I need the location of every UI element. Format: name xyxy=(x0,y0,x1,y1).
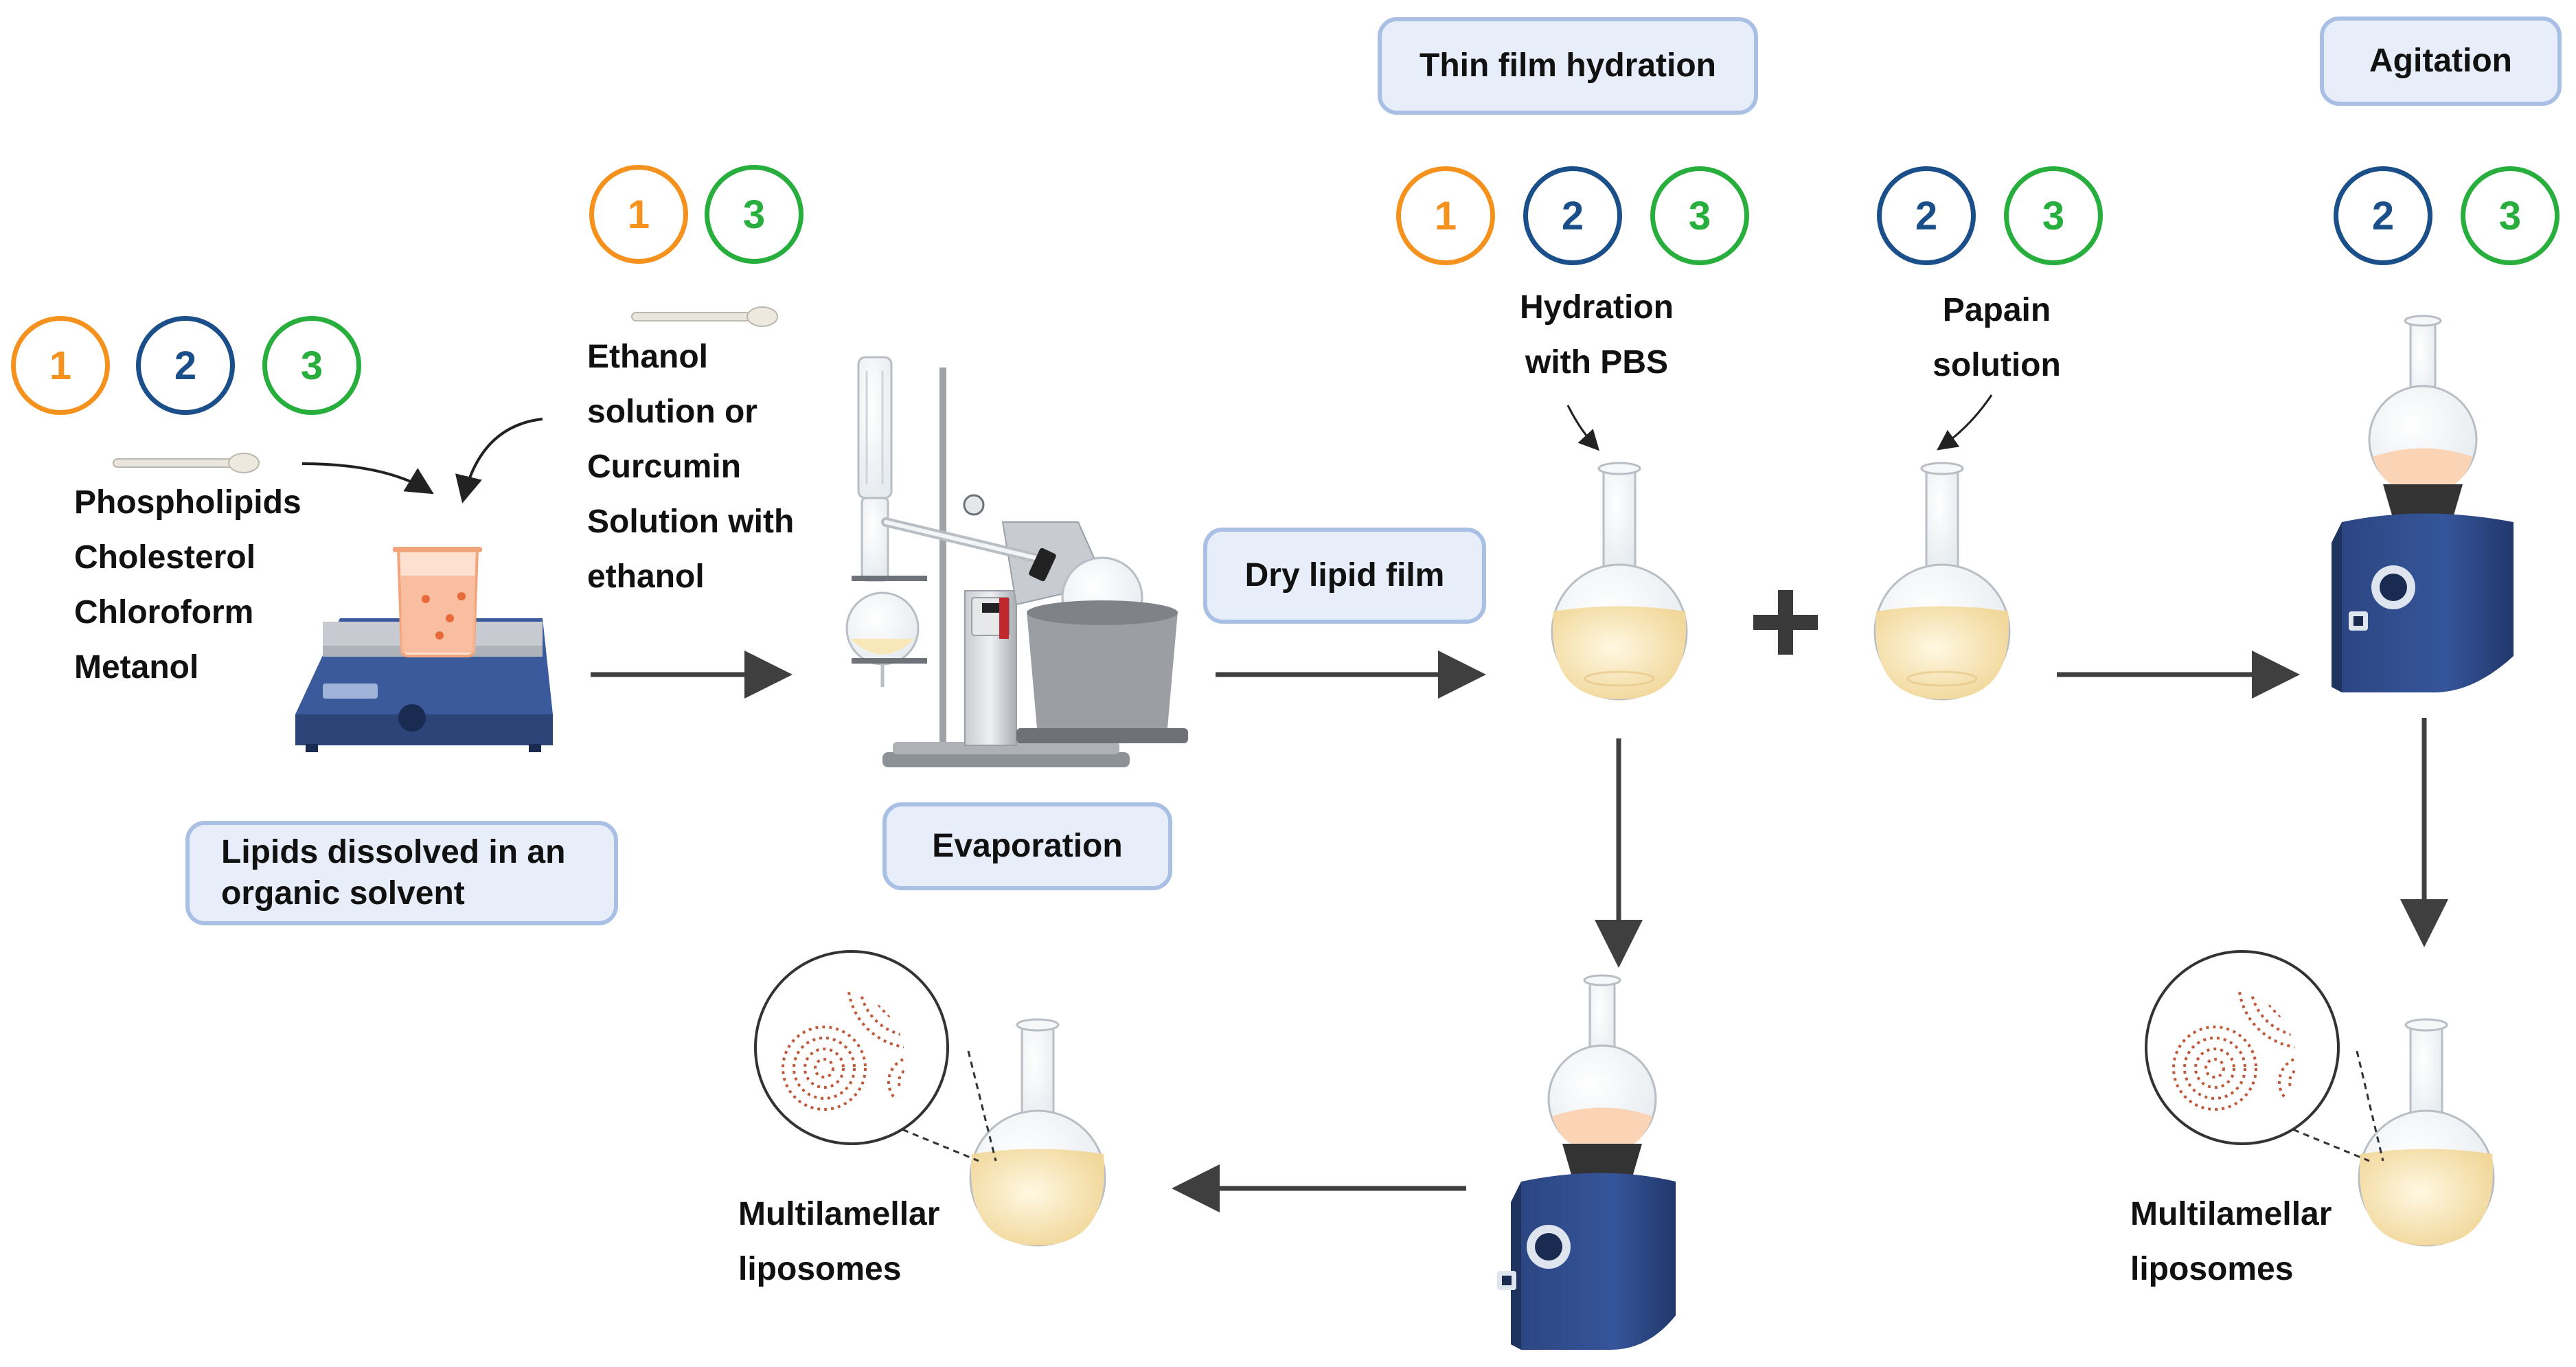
round-flask-icon xyxy=(2358,1018,2495,1247)
magnifier-icon xyxy=(754,950,997,1162)
result-label-line: Multilamellar xyxy=(2130,1196,2332,1232)
ingredient-cholesterol: Cholesterol xyxy=(74,539,256,576)
method-badge-2: 2 xyxy=(2334,166,2432,265)
ingredient-list: Phospholipids Cholesterol Chloroform Met… xyxy=(74,475,301,695)
vortex-mixer-icon xyxy=(2332,315,2514,693)
ethanol-note-line: Curcumin xyxy=(587,449,742,485)
spatula-icon xyxy=(113,453,260,473)
plus-icon xyxy=(1753,590,1818,655)
ingredient-chloroform: Chloroform xyxy=(74,594,254,631)
pointer-pbs-to-flask xyxy=(1566,405,1600,451)
result-label-line: liposomes xyxy=(2130,1251,2294,1287)
pointer-ethanol-to-beaker xyxy=(455,418,543,504)
spatula-icon xyxy=(631,306,778,327)
result-label-right: Multilamellar liposomes xyxy=(2130,1187,2332,1297)
pointer-papain-to-flask xyxy=(1937,394,1993,451)
ethanol-note: Ethanol solution or Curcumin Solution wi… xyxy=(587,330,794,605)
papain-note-line: Papain xyxy=(1942,292,2051,328)
method-badge-1: 1 xyxy=(1396,166,1495,265)
method-badge-3: 3 xyxy=(1650,166,1749,265)
ingredient-phospholipids: Phospholipids xyxy=(74,484,301,521)
ethanol-note-line: Ethanol xyxy=(587,339,708,375)
liposome-icon xyxy=(2172,987,2296,1111)
result-label-line: Multilamellar xyxy=(738,1196,940,1232)
round-flask-icon xyxy=(969,1018,1106,1247)
method-badge-3: 3 xyxy=(705,165,803,264)
vortex-mixer-icon xyxy=(1497,974,1676,1350)
beaker-icon xyxy=(393,547,482,657)
method-badge-3: 3 xyxy=(262,316,361,415)
magnifier-icon xyxy=(2145,950,2384,1162)
method-badge-2: 2 xyxy=(1523,166,1622,265)
liposome-icon xyxy=(782,987,905,1111)
hydration-note: Hydration with PBS xyxy=(1483,280,1710,390)
result-label-left: Multilamellar liposomes xyxy=(738,1187,939,1297)
ethanol-note-line: solution or xyxy=(587,394,757,430)
ethanol-note-line: ethanol xyxy=(587,558,705,595)
method-badge-3: 3 xyxy=(2004,166,2103,265)
stage-agitation: Agitation xyxy=(2320,16,2562,106)
hydration-note-line: with PBS xyxy=(1525,344,1668,381)
method-badge-1: 1 xyxy=(11,316,110,415)
stage-dry-lipid-film: Dry lipid film xyxy=(1203,528,1486,624)
result-label-line: liposomes xyxy=(738,1251,902,1287)
method-badge-1: 1 xyxy=(589,165,688,264)
round-flask-icon xyxy=(1551,462,1688,701)
ingredient-metanol: Metanol xyxy=(74,649,199,686)
rotary-evaporator-icon xyxy=(845,356,1188,767)
pointer-spatula-to-beaker xyxy=(301,462,434,495)
papain-note-line: solution xyxy=(1933,347,2061,383)
ethanol-note-line: Solution with xyxy=(587,504,795,540)
stage-lipid-dissolution: Lipids dissolved in an organic solvent xyxy=(185,821,618,925)
round-flask-icon xyxy=(1873,462,2011,701)
stage-thin-film-hydration: Thin film hydration xyxy=(1378,17,1758,115)
method-badge-2: 2 xyxy=(1877,166,1976,265)
process-arrows xyxy=(301,394,2448,1212)
papain-note: Papain solution xyxy=(1885,283,2108,393)
method-badge-3: 3 xyxy=(2461,166,2560,265)
hydration-note-line: Hydration xyxy=(1519,289,1674,326)
method-badge-2: 2 xyxy=(136,316,235,415)
stage-evaporation: Evaporation xyxy=(882,802,1172,890)
